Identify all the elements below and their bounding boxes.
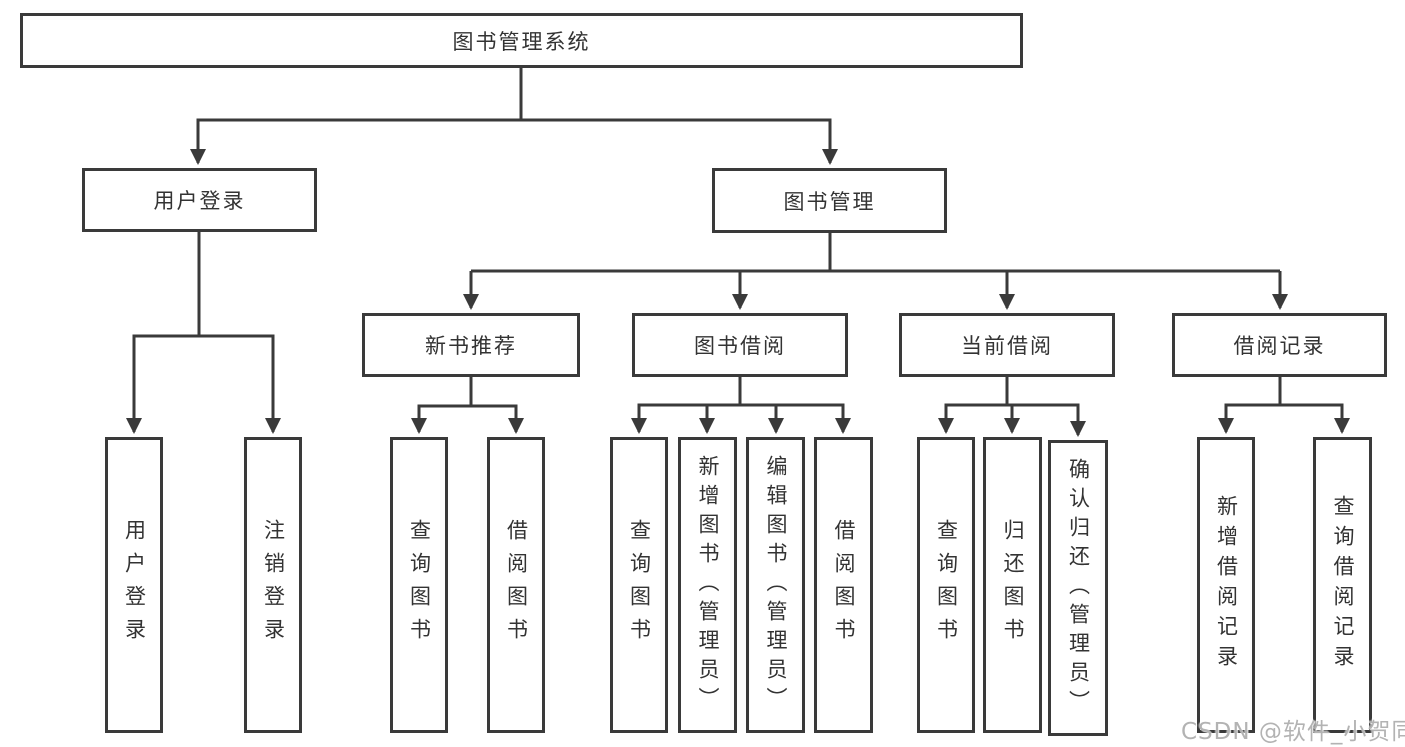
node-group-current-borrow: 当前借阅 [899,313,1115,377]
node-leaf-search-book-2: 查询图书 [610,437,668,733]
node-book-management-branch: 图书管理 [712,168,947,233]
node-label: 借阅记录 [1233,334,1326,358]
node-leaf-search-borrow-record: 查询借阅记录 [1313,437,1372,733]
node-label: 新增借阅记录 [1214,495,1239,675]
node-leaf-search-book-1: 查询图书 [390,437,448,733]
node-leaf-user-login: 用户登录 [105,437,163,733]
node-leaf-search-book-3: 查询图书 [917,437,975,733]
node-label: 查询图书 [934,519,959,651]
node-root-library-system: 图书管理系统 [20,13,1023,68]
node-label: 图书管理 [783,189,876,214]
node-group-borrow-records: 借阅记录 [1172,313,1387,377]
node-label: 当前借阅 [961,334,1053,358]
node-label: 图书管理系统 [452,29,591,54]
node-label: 新书推荐 [425,334,517,358]
node-label: 查询借阅记录 [1331,495,1355,675]
node-group-book-borrow: 图书借阅 [632,313,848,377]
node-leaf-borrow-book-2: 借阅图书 [814,437,873,733]
node-leaf-logout: 注销登录 [244,437,302,733]
node-label: 查询图书 [407,519,432,651]
node-label: 图书借阅 [694,334,786,358]
node-label: 归还图书 [1001,519,1025,651]
csdn-watermark: CSDN @软件_小贺同学 [1181,719,1405,745]
node-leaf-return-book: 归还图书 [983,437,1042,733]
node-leaf-confirm-return-admin: 确认归还（管理员） [1048,440,1108,736]
node-label: 注销登录 [261,519,286,651]
node-label: 查询图书 [627,519,652,651]
node-leaf-edit-book-admin: 编辑图书（管理员） [746,437,805,733]
node-label: 新增图书（管理员） [696,454,720,716]
node-leaf-add-book-admin: 新增图书（管理员） [678,437,737,733]
node-label: 确认归还（管理员） [1066,457,1091,719]
node-user-login-branch: 用户登录 [82,168,317,232]
node-leaf-borrow-book-1: 借阅图书 [487,437,545,733]
node-label: 编辑图书（管理员） [764,454,788,716]
node-group-new-book-recommend: 新书推荐 [362,313,580,377]
node-leaf-add-borrow-record: 新增借阅记录 [1197,437,1255,733]
node-label: 借阅图书 [504,519,529,651]
node-label: 借阅图书 [832,519,856,651]
node-label: 用户登录 [122,519,147,651]
node-label: 用户登录 [153,189,246,213]
